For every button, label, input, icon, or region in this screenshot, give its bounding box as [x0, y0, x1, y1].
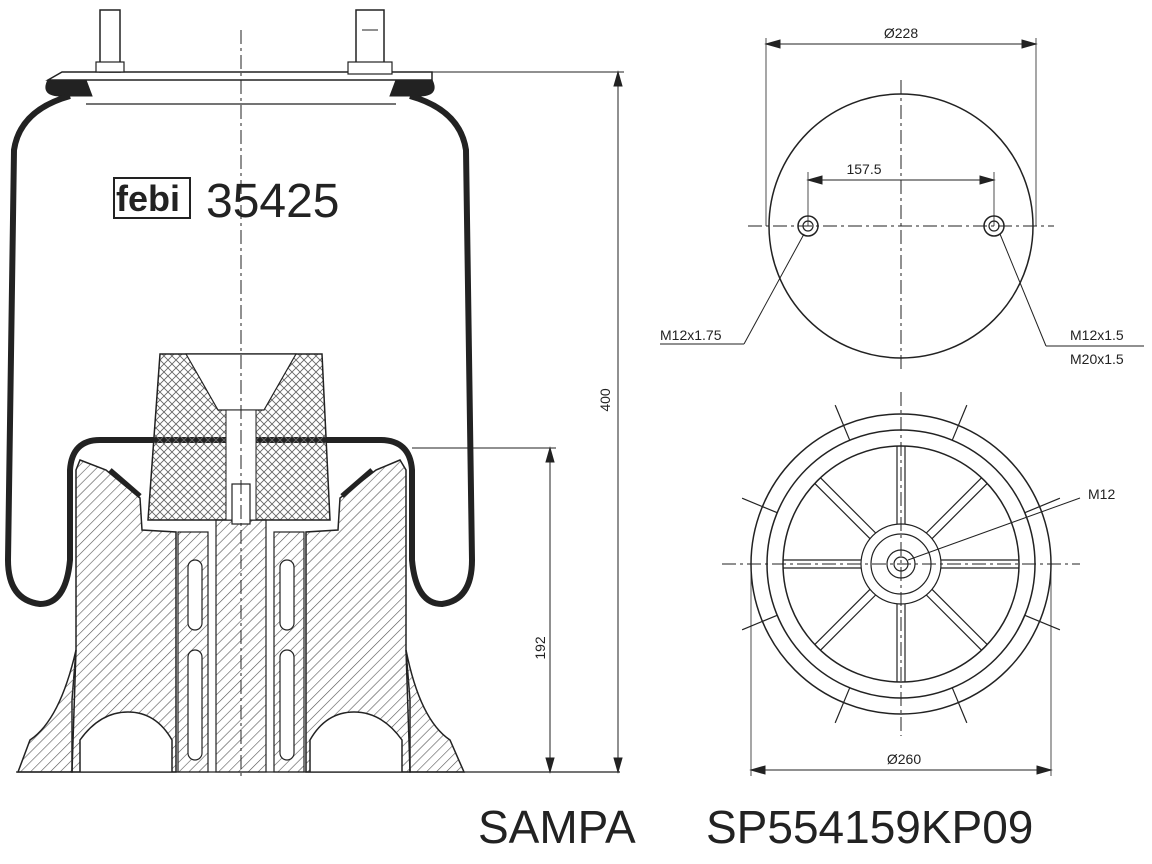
spoke — [926, 594, 983, 651]
spoke — [819, 477, 876, 534]
outer-tick — [834, 404, 851, 441]
outer-tick — [741, 497, 778, 514]
outer-tick — [1024, 497, 1061, 514]
thread-left-label: M12x1.75 — [660, 327, 722, 343]
stud-hole-left — [797, 215, 819, 237]
footer-code: SP554159KP09 — [706, 801, 1033, 853]
spoke — [814, 589, 871, 646]
outer-tick — [834, 687, 851, 724]
footer-manufacturer: SAMPA — [478, 801, 636, 853]
dim-height-total — [432, 70, 624, 774]
febi-logo: febi — [113, 177, 191, 219]
dim-bottom-diameter: Ø260 — [887, 751, 921, 767]
spoke — [814, 482, 871, 539]
outer-tick — [951, 404, 968, 441]
top-view — [660, 38, 1144, 372]
part-number: 35425 — [206, 175, 339, 228]
dim-height-piston — [412, 446, 556, 774]
dim-height-piston-label: 192 — [532, 636, 548, 660]
thread-bottom-label: M12 — [1088, 486, 1115, 502]
logo-text: febi — [116, 178, 180, 219]
outer-tick — [741, 614, 778, 631]
spoke — [931, 482, 988, 539]
outer-tick — [1024, 614, 1061, 631]
dim-stud-spacing: 157.5 — [846, 161, 881, 177]
dim-height-total-label: 400 — [597, 388, 613, 412]
outer-tick — [951, 687, 968, 724]
thread-right-label-2: M20x1.5 — [1070, 351, 1124, 367]
spoke — [926, 477, 983, 534]
spoke — [819, 594, 876, 651]
dim-top-diameter: Ø228 — [884, 25, 918, 41]
spoke — [931, 589, 988, 646]
stud-hole-right — [983, 215, 1005, 237]
bottom-view — [722, 392, 1081, 776]
thread-right-label-1: M12x1.5 — [1070, 327, 1124, 343]
side-view — [5, 9, 620, 780]
